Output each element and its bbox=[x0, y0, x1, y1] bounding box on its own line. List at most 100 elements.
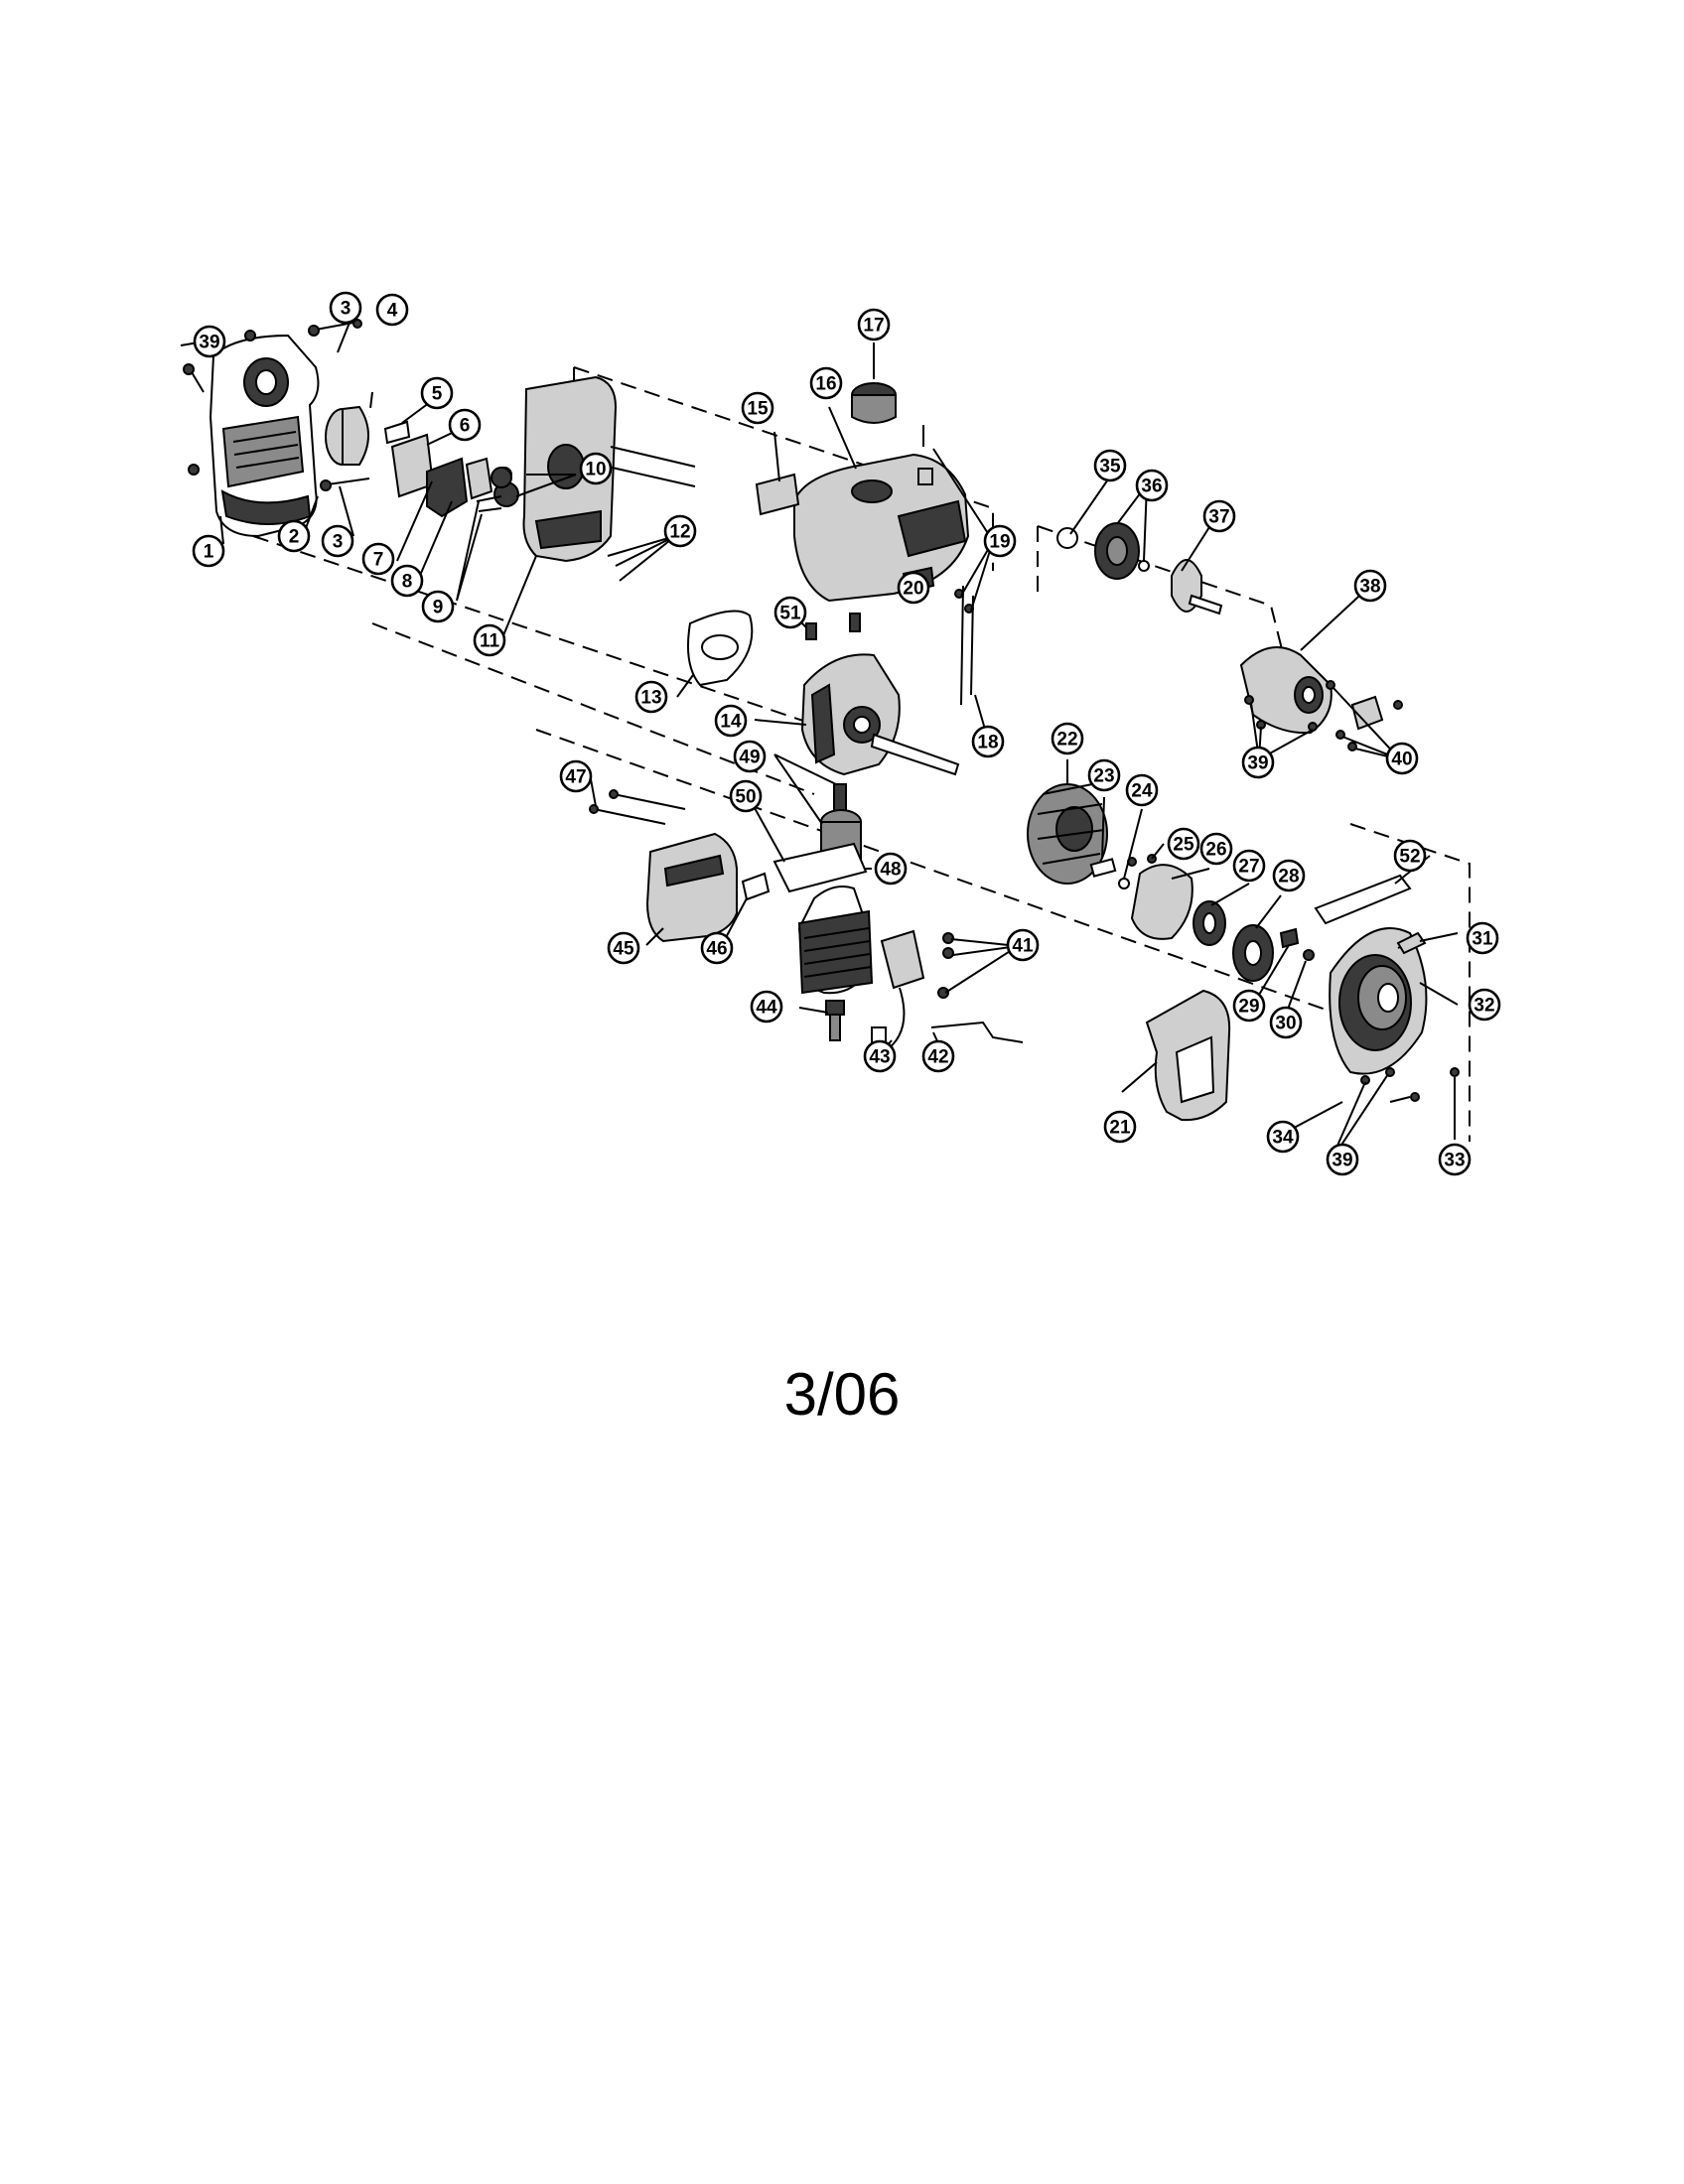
callout-circle bbox=[1125, 773, 1159, 807]
callout-35: 35 bbox=[1093, 449, 1127, 482]
callout-3: 3 bbox=[329, 291, 362, 325]
callout-50: 50 bbox=[729, 779, 763, 813]
callout-14: 14 bbox=[714, 704, 748, 738]
callout-circle bbox=[1051, 722, 1084, 755]
callout-circle bbox=[863, 1039, 897, 1073]
callout-circle bbox=[1468, 988, 1501, 1022]
heat-shield bbox=[1314, 874, 1412, 925]
clutch-assembly bbox=[1056, 522, 1223, 615]
callout-number: 2 bbox=[289, 527, 300, 548]
fuel-cap bbox=[851, 382, 897, 424]
callout-circle bbox=[663, 514, 697, 548]
callout-circle bbox=[921, 1039, 955, 1073]
callout-circle bbox=[874, 852, 908, 886]
callout-5: 5 bbox=[420, 376, 454, 410]
callout-49: 49 bbox=[733, 740, 767, 773]
callout-28: 28 bbox=[1272, 859, 1306, 892]
clutch-housing bbox=[1239, 646, 1333, 735]
callout-circle bbox=[741, 391, 774, 425]
callout-number: 3 bbox=[341, 299, 351, 320]
callout-number: 26 bbox=[1205, 840, 1226, 861]
callout-number: 49 bbox=[739, 748, 760, 768]
muffler-gasket bbox=[741, 872, 771, 901]
callout-number: 20 bbox=[903, 579, 923, 600]
callout-8: 8 bbox=[390, 564, 424, 598]
callout-circle bbox=[729, 779, 763, 813]
callout-number: 23 bbox=[1093, 766, 1114, 787]
callout-circle bbox=[1232, 989, 1266, 1023]
callout-number: 32 bbox=[1474, 996, 1494, 1017]
muffler-bolts bbox=[589, 789, 686, 825]
callout-number: 40 bbox=[1391, 750, 1412, 770]
callout-circle bbox=[1202, 499, 1236, 533]
carburetor-body bbox=[522, 375, 696, 563]
callout-circle bbox=[714, 704, 748, 738]
callout-number: 50 bbox=[735, 787, 756, 808]
carburetor-group bbox=[383, 420, 519, 518]
ignition-coil bbox=[871, 929, 925, 1053]
callout-circle bbox=[1087, 758, 1121, 792]
callout-circle bbox=[579, 452, 613, 485]
flywheel bbox=[1027, 783, 1108, 885]
callout-circle bbox=[473, 623, 506, 657]
callout-39: 39 bbox=[1326, 1143, 1359, 1176]
callout-number: 8 bbox=[402, 572, 413, 593]
callout-19: 19 bbox=[983, 524, 1017, 558]
callout-number: 37 bbox=[1208, 507, 1229, 528]
muffler bbox=[645, 832, 738, 943]
callout-circle bbox=[421, 590, 455, 623]
rear-handle bbox=[1145, 989, 1231, 1122]
air-filter-element bbox=[325, 405, 369, 466]
fuel-lines bbox=[917, 425, 974, 706]
callout-36: 36 bbox=[1135, 469, 1169, 502]
callout-circle bbox=[971, 725, 1005, 758]
callout-number: 46 bbox=[706, 939, 727, 960]
callout-number: 16 bbox=[815, 374, 836, 395]
callout-number: 51 bbox=[779, 604, 801, 624]
callout-52: 52 bbox=[1393, 839, 1427, 873]
callout-circle bbox=[1326, 1143, 1359, 1176]
callout-number: 15 bbox=[747, 399, 769, 420]
callout-number: 19 bbox=[989, 532, 1010, 553]
callout-circle bbox=[361, 542, 395, 576]
callout-circle bbox=[1241, 746, 1275, 779]
callout-12: 12 bbox=[663, 514, 697, 548]
callout-number: 43 bbox=[869, 1047, 890, 1068]
callout-1: 1 bbox=[192, 534, 225, 568]
callout-15: 15 bbox=[741, 391, 774, 425]
callout-21: 21 bbox=[1103, 1110, 1137, 1144]
air-filter-cover bbox=[209, 334, 320, 538]
callout-29: 29 bbox=[1232, 989, 1266, 1023]
recoil-starter bbox=[1329, 927, 1428, 1075]
callout-number: 21 bbox=[1109, 1118, 1131, 1139]
callout-16: 16 bbox=[809, 366, 843, 400]
callout-number: 31 bbox=[1472, 929, 1493, 950]
callout-31: 31 bbox=[1466, 921, 1499, 955]
starter-screws bbox=[1360, 1067, 1460, 1103]
callout-33: 33 bbox=[1438, 1143, 1472, 1176]
callout-number: 29 bbox=[1238, 997, 1259, 1018]
callout-2: 2 bbox=[277, 519, 311, 553]
callout-43: 43 bbox=[863, 1039, 897, 1073]
callout-number: 3 bbox=[333, 532, 344, 553]
callout-circle bbox=[193, 325, 226, 358]
callout-circle bbox=[809, 366, 843, 400]
callout-17: 17 bbox=[857, 308, 891, 341]
callout-circle bbox=[1272, 859, 1306, 892]
callout-circle bbox=[634, 680, 668, 714]
callout-27: 27 bbox=[1232, 849, 1266, 883]
callout-circle bbox=[1438, 1143, 1472, 1176]
callout-number: 42 bbox=[927, 1047, 948, 1068]
callout-circle bbox=[1135, 469, 1169, 502]
starter-pawl bbox=[1396, 931, 1427, 955]
callout-circle bbox=[420, 376, 454, 410]
callout-41: 41 bbox=[1006, 928, 1040, 962]
callout-circle bbox=[1093, 449, 1127, 482]
callout-circle bbox=[607, 931, 640, 965]
callout-24: 24 bbox=[1125, 773, 1159, 807]
callout-number: 7 bbox=[373, 550, 384, 571]
callout-number: 45 bbox=[613, 939, 634, 960]
callout-circle bbox=[1232, 849, 1266, 883]
callout-37: 37 bbox=[1202, 499, 1236, 533]
